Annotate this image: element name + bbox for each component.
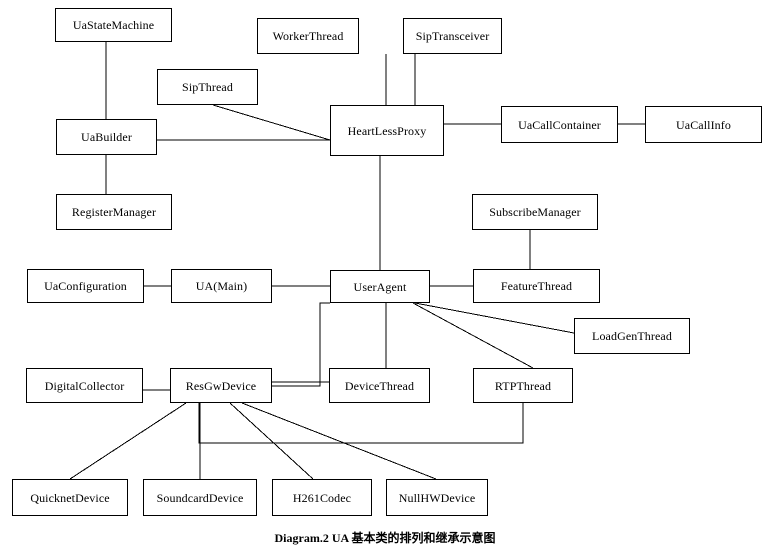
class-box-uastatemachine[interactable]: UaStateMachine [55, 8, 172, 42]
class-box-uaconfiguration[interactable]: UaConfiguration [27, 269, 144, 303]
class-box-soundcarddevice[interactable]: SoundcardDevice [143, 479, 257, 516]
class-box-featurethread[interactable]: FeatureThread [473, 269, 600, 303]
class-box-label: UA(Main) [195, 279, 248, 293]
class-box-quicknetdevice[interactable]: QuicknetDevice [12, 479, 128, 516]
class-box-uabuilder[interactable]: UaBuilder [56, 119, 157, 155]
class-box-nullhwdevice[interactable]: NullHWDevice [386, 479, 488, 516]
class-box-label: SubscribeManager [489, 205, 581, 219]
class-box-label: QuicknetDevice [30, 490, 110, 505]
class-box-label: DigitalCollector [44, 378, 125, 393]
class-box-label: HeartLessProxy [347, 123, 427, 138]
class-box-rtpthread[interactable]: RTPThread [473, 368, 573, 403]
class-box-label: RegisterManager [71, 205, 157, 219]
class-box-label: H261Codec [292, 490, 352, 505]
class-box-digitalcollector[interactable]: DigitalCollector [26, 368, 143, 403]
class-box-label: SoundcardDevice [156, 490, 244, 505]
class-box-uacallinfo[interactable]: UaCallInfo [645, 106, 762, 143]
class-box-label: RTPThread [494, 378, 552, 393]
class-box-label: UserAgent [353, 279, 407, 294]
class-box-label: WorkerThread [272, 29, 344, 43]
class-box-h261codec[interactable]: H261Codec [272, 479, 372, 516]
class-box-resgwdevice[interactable]: ResGwDevice [170, 368, 272, 403]
class-box-label: UaBuilder [81, 130, 132, 144]
class-box-registermanager[interactable]: RegisterManager [56, 194, 172, 230]
class-box-label: UaCallInfo [676, 117, 731, 132]
class-box-heartlessproxy[interactable]: HeartLessProxy [330, 105, 444, 156]
diagram-caption: Diagram.2 UA 基本类的排列和继承示意图 [274, 531, 496, 545]
class-box-label: ResGwDevice [185, 378, 257, 393]
class-box-sipthread[interactable]: SipThread [157, 69, 258, 105]
class-box-label: FeatureThread [500, 279, 573, 293]
class-box-workerthread[interactable]: WorkerThread [257, 18, 359, 54]
class-box-label: UaStateMachine [72, 18, 155, 32]
class-box-label: SipTransceiver [415, 29, 490, 43]
class-box-uamain[interactable]: UA(Main) [171, 269, 272, 303]
class-box-label: UaConfiguration [44, 279, 127, 293]
class-box-label: UaCallContainer [518, 117, 601, 132]
class-box-useragent[interactable]: UserAgent [330, 270, 430, 303]
class-box-label: SipThread [182, 80, 233, 94]
class-box-siptransceiver[interactable]: SipTransceiver [403, 18, 502, 54]
class-box-label: LoadGenThread [592, 329, 672, 343]
class-box-uacallcontainer[interactable]: UaCallContainer [501, 106, 618, 143]
class-box-label: DeviceThread [344, 378, 415, 393]
class-box-label: NullHWDevice [398, 490, 476, 505]
class-box-loadgenthread[interactable]: LoadGenThread [574, 318, 690, 354]
class-box-subscribemanager[interactable]: SubscribeManager [472, 194, 598, 230]
class-box-devicethread[interactable]: DeviceThread [329, 368, 430, 403]
